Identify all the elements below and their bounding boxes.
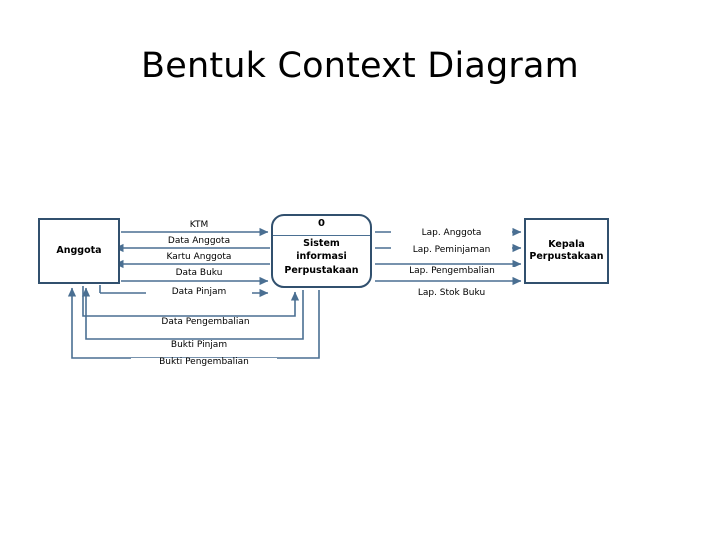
flow-loop-bukti-pinjam xyxy=(81,287,304,340)
process-divider xyxy=(273,235,370,236)
flow-loop-data-pengembalian xyxy=(82,286,300,317)
external-entity-kepala-perpustakaan[interactable]: Kepala Perpustakaan xyxy=(524,218,609,284)
flow-label-lap-stok-buku: Lap. Stok Buku xyxy=(391,288,512,299)
process-number: 0 xyxy=(318,218,325,229)
process-name-line-3: Perpustakaan xyxy=(284,264,359,276)
flow-label-kartu-anggota: Kartu Anggota xyxy=(146,252,252,263)
kepala-label-line-2: Perpustakaan xyxy=(529,251,604,262)
process-name-line-1: Sistem xyxy=(303,238,340,249)
process-name-line-2: informasi xyxy=(296,251,347,263)
flow-label-lap-pengembalian: Lap. Pengembalian xyxy=(389,266,515,277)
process-sistem-informasi-perpustakaan[interactable]: 0 Sistem informasi Perpustakaan xyxy=(271,214,372,288)
external-entity-kepala-perpustakaan-label: Kepala Perpustakaan xyxy=(529,239,603,264)
flow-label-lap-anggota: Lap. Anggota xyxy=(391,228,512,239)
flow-label-ktm: KTM xyxy=(161,220,237,231)
page-title: Bentuk Context Diagram xyxy=(141,46,579,86)
process-name: Sistem informasi Perpustakaan xyxy=(273,237,370,277)
external-entity-anggota-label: Anggota xyxy=(56,244,102,256)
external-entity-anggota[interactable]: Anggota xyxy=(38,218,120,284)
flow-label-data-pengembalian: Data Pengembalian xyxy=(135,317,276,328)
flow-label-data-anggota: Data Anggota xyxy=(146,236,252,247)
flow-label-lap-peminjaman: Lap. Peminjaman xyxy=(391,245,512,256)
kepala-label-line-1: Kepala xyxy=(548,238,585,250)
flow-label-bukti-pinjam: Bukti Pinjam xyxy=(146,340,252,351)
flow-label-bukti-pengembalian: Bukti Pengembalian xyxy=(131,357,277,368)
flow-label-data-buku: Data Buku xyxy=(151,268,247,279)
flow-label-data-pinjam: Data Pinjam xyxy=(146,287,252,298)
